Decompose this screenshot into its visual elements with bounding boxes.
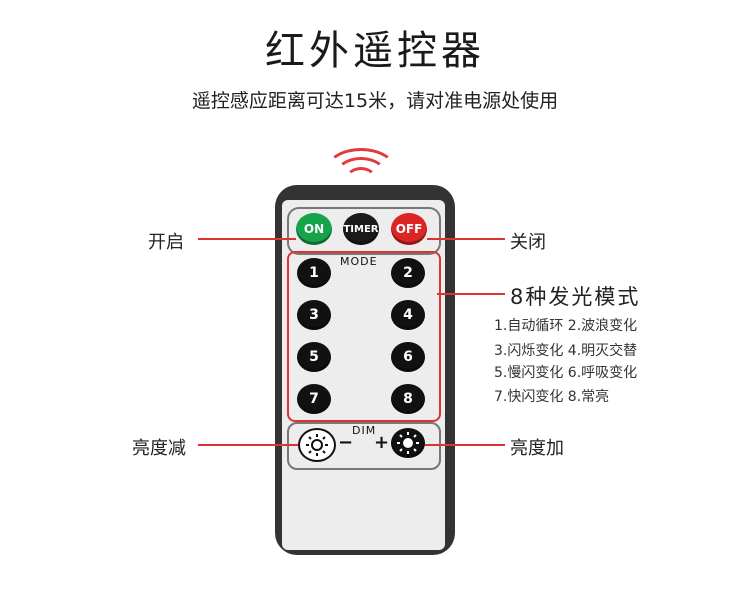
page-title: 红外遥控器 [265, 28, 485, 74]
modes-list-item: 1.自动循环 2.波浪变化 [494, 318, 638, 334]
mode-button-5[interactable]: 5 [297, 342, 331, 372]
timer-button[interactable]: TIMER [343, 213, 379, 245]
plus-symbol: + [374, 432, 390, 453]
mode-button-8[interactable]: 8 [391, 384, 425, 414]
signal-icon [325, 140, 397, 180]
mode-button-7[interactable]: 7 [297, 384, 331, 414]
mode-button-6[interactable]: 6 [391, 342, 425, 372]
modes-title: 8种发光模式 [510, 285, 641, 309]
mode-label: MODE [340, 255, 378, 268]
off-pointer-line [427, 238, 505, 240]
mode-button-4[interactable]: 4 [391, 300, 425, 330]
off-callout: 关闭 [510, 232, 546, 253]
page-subtitle: 遥控感应距离可达15米，请对准电源处使用 [191, 90, 559, 112]
dim-down-callout: 亮度减 [132, 438, 186, 459]
mode-button-1[interactable]: 1 [297, 258, 331, 288]
modes-list-item: 7.快闪变化 8.常亮 [494, 389, 610, 405]
modes-pointer-line [437, 293, 505, 295]
mode-button-2[interactable]: 2 [391, 258, 425, 288]
sun-filled-icon [397, 432, 419, 454]
off-button[interactable]: OFF [391, 213, 427, 245]
sun-outline-icon [306, 434, 328, 456]
mode-panel [287, 251, 441, 422]
dim-up-button[interactable] [391, 428, 425, 458]
modes-list-item: 3.闪烁变化 4.明灭交替 [494, 343, 638, 359]
dim-panel [287, 422, 441, 470]
dim-up-callout: 亮度加 [510, 438, 564, 459]
mode-button-3[interactable]: 3 [297, 300, 331, 330]
dim-up-pointer-line [425, 444, 505, 446]
on-callout: 开启 [148, 232, 184, 253]
minus-symbol: − [338, 432, 354, 453]
dim-down-button[interactable] [298, 428, 336, 462]
modes-list-item: 5.慢闪变化 6.呼吸变化 [494, 365, 638, 381]
on-button[interactable]: ON [296, 213, 332, 245]
dim-down-pointer-line [198, 444, 298, 446]
on-pointer-line [198, 238, 296, 240]
dim-label: DIM [352, 424, 377, 437]
